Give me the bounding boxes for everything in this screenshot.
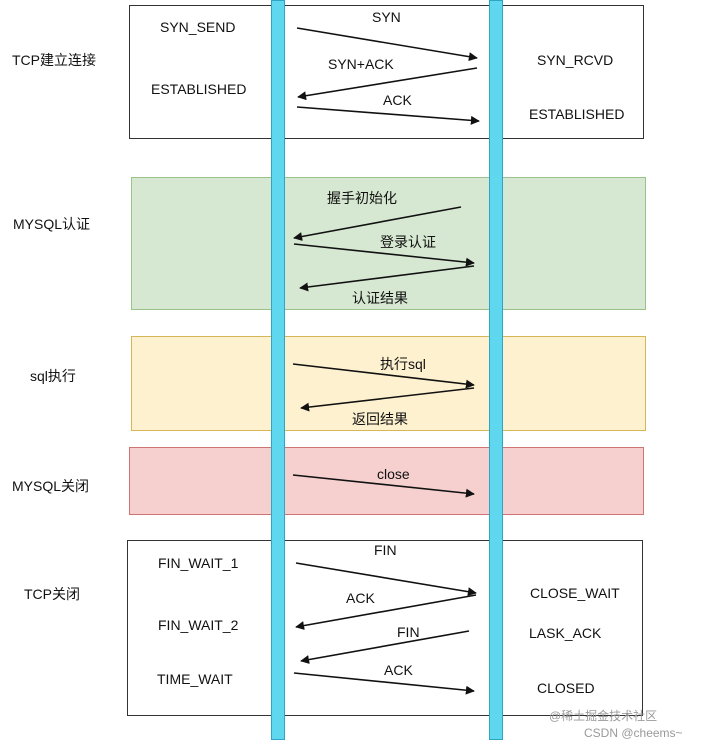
tcp-open-panel	[129, 5, 644, 139]
arrow-close	[292, 474, 475, 498]
message-label-return-result: 返回结果	[352, 411, 408, 427]
phase-label-mysql-close: MYSQL关闭	[12, 478, 90, 494]
arrow-ack-close	[295, 594, 477, 631]
message-label-fin-server: FIN	[397, 624, 420, 640]
mysql-close-panel	[129, 447, 644, 515]
client-state-syn-send: SYN_SEND	[160, 19, 236, 35]
arrow-syn-ack	[297, 67, 478, 101]
message-label-ack-open: ACK	[383, 92, 412, 108]
message-label-login-auth: 登录认证	[380, 234, 436, 250]
arrow-ack-final	[293, 672, 475, 695]
message-label-handshake-init: 握手初始化	[327, 190, 397, 206]
watermark-csdn: CSDN @cheems~	[584, 726, 683, 740]
message-label-syn-ack: SYN+ACK	[328, 56, 394, 72]
arrow-handshake-init	[293, 206, 462, 241]
message-label-ack-close: ACK	[346, 590, 375, 606]
tcp-close-panel	[127, 540, 643, 716]
message-label-ack-final: ACK	[384, 662, 413, 678]
arrow-login-auth	[293, 243, 475, 267]
watermark-juejin: @稀土掘金技术社区	[549, 709, 658, 723]
client-lifeline	[271, 0, 285, 740]
phase-label-sql-exec: sql执行	[30, 368, 76, 384]
server-state-closed: CLOSED	[537, 680, 595, 696]
client-state-established: ESTABLISHED	[151, 81, 247, 97]
message-label-auth-result: 认证结果	[352, 290, 408, 306]
mysql-auth-panel	[131, 177, 646, 310]
server-state-lask-ack: LASK_ACK	[529, 625, 602, 641]
server-state-close-wait: CLOSE_WAIT	[530, 585, 620, 601]
arrow-auth-result	[299, 265, 475, 292]
sql-exec-panel	[131, 336, 646, 431]
arrow-fin-client	[295, 562, 477, 597]
server-state-established: ESTABLISHED	[529, 106, 625, 122]
arrow-return-result	[300, 387, 475, 412]
client-state-fin-wait-1: FIN_WAIT_1	[158, 555, 239, 571]
message-label-exec-sql: 执行sql	[380, 356, 426, 372]
phase-label-tcp-close: TCP关闭	[24, 586, 80, 602]
client-state-fin-wait-2: FIN_WAIT_2	[158, 617, 239, 633]
arrow-syn	[296, 27, 478, 62]
message-label-fin-client: FIN	[374, 542, 397, 558]
arrow-ack-open	[296, 106, 480, 125]
message-label-syn: SYN	[372, 9, 401, 25]
server-lifeline	[489, 0, 503, 740]
message-label-close: close	[377, 466, 410, 482]
server-state-syn-rcvd: SYN_RCVD	[537, 52, 614, 68]
client-state-time-wait: TIME_WAIT	[157, 671, 233, 687]
arrow-exec-sql	[292, 363, 475, 389]
arrow-fin-server	[300, 630, 470, 665]
phase-label-tcp-open: TCP建立连接	[12, 52, 96, 68]
phase-label-mysql-auth: MYSQL认证	[13, 216, 91, 232]
